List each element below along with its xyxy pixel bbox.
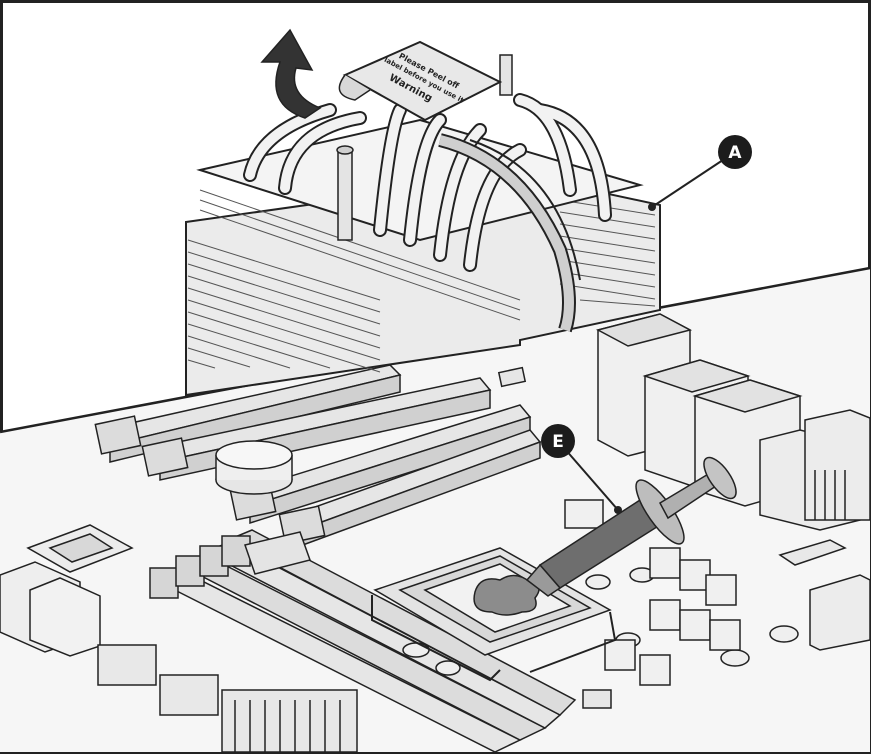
ram-slots [149, 529, 577, 753]
callout-a-label: A [728, 143, 742, 163]
callout-e-badge [541, 424, 575, 458]
callout-e-label: E [552, 432, 564, 452]
callout-a-badge [718, 135, 752, 169]
mounting-screw [336, 54, 513, 241]
callout-e-dot [614, 506, 622, 514]
syringe-plunger-cap [703, 456, 737, 500]
chipset [0, 524, 134, 657]
right-edge-connectors [759, 409, 871, 651]
m2-connector [244, 531, 311, 575]
thermal-paste-syringe [525, 456, 737, 597]
thermal-paste [473, 574, 540, 616]
callout-a: A [648, 135, 752, 211]
bottom-headers [97, 644, 358, 753]
callout-e: E [541, 424, 622, 514]
protective-film: Please Peel off label before you use it … [338, 40, 503, 122]
syringe-tip [525, 563, 562, 597]
small-chip [582, 689, 612, 709]
cooling-fan [438, 133, 581, 333]
heatsink-cutaway: Please Peel off label before you use it … [0, 28, 871, 434]
peel-arrow-icon [260, 28, 322, 119]
heatsink-fins [187, 189, 656, 373]
motherboard [0, 268, 871, 753]
small-chip-top [497, 366, 527, 388]
vrm-chokes [564, 499, 741, 686]
socket-lever [371, 595, 501, 682]
pcie-slots [94, 364, 542, 548]
callout-a-dot [648, 203, 656, 211]
ram-slot-4 [226, 529, 577, 716]
cmos-battery [215, 440, 293, 495]
